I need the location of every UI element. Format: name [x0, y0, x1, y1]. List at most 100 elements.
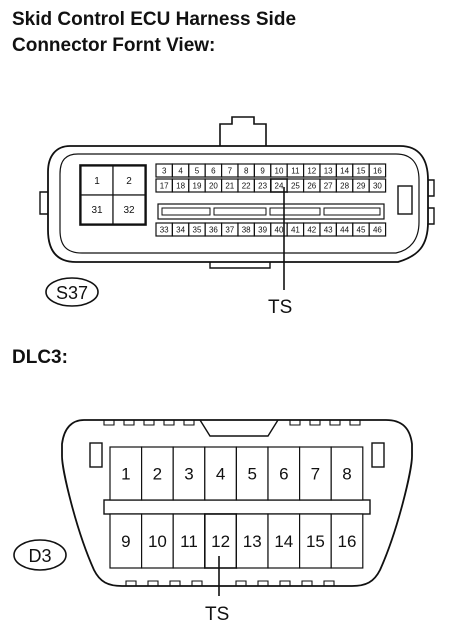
dlc3-pin-6: 6: [267, 446, 301, 501]
ecu-pin-3-label: 3: [162, 166, 167, 175]
ecu-pin-1-cell: [80, 165, 114, 196]
ecu-large-pin-block: [79, 164, 147, 226]
ecu-pin-35: 35: [188, 222, 206, 237]
ecu-pin-10-label: 10: [275, 166, 284, 175]
dlc3-tooth: [123, 420, 135, 426]
ecu-pin-29: 29: [352, 178, 370, 193]
ecu-pin-39: 39: [253, 222, 272, 237]
ecu-pin-7-label: 7: [228, 166, 233, 175]
ecu-pin-9: 9: [253, 163, 272, 178]
ecu-pin-22-label: 22: [242, 181, 251, 190]
dlc3-pin-4-cell: [204, 446, 238, 501]
ecu-pin-33-label: 33: [160, 225, 169, 234]
ecu-pin-12: 12: [303, 163, 321, 178]
dlc3-tooth: [323, 580, 335, 586]
ecu-pin-38: 38: [237, 222, 255, 237]
ecu-pin-30: 30: [368, 178, 387, 193]
ecu-heading-line2: Connector Fornt View:: [12, 35, 216, 56]
dlc3-pin-12-cell: [204, 513, 238, 569]
ecu-pin-43: 43: [319, 222, 337, 237]
dlc3-top-key: [199, 419, 279, 437]
dlc3-pin-4: 4: [204, 446, 238, 501]
dlc3-tooth: [289, 420, 301, 426]
dlc3-tooth: [169, 580, 181, 586]
dlc3-pin-14: 14: [267, 513, 301, 569]
ecu-key-slot: [161, 207, 211, 216]
ecu-pin-19: 19: [188, 178, 206, 193]
ecu-pin-8-label: 8: [244, 166, 249, 175]
ecu-pin-11-label: 11: [291, 166, 300, 175]
dlc3-pin-16: 16: [330, 513, 364, 569]
dlc3-pin-7: 7: [299, 446, 332, 501]
dlc3-tooth: [125, 580, 137, 586]
ecu-pin-18: 18: [171, 178, 190, 193]
ecu-pin-24-label: 24: [275, 181, 284, 190]
ecu-key-slots: [161, 207, 381, 216]
ecu-pin-21-label: 21: [225, 181, 234, 190]
ecu-pin-5: 5: [188, 163, 206, 178]
ecu-keying-bar: [157, 203, 385, 220]
ecu-pin-6-label: 6: [211, 166, 216, 175]
dlc3-pin-4-label: 4: [216, 465, 225, 484]
ecu-pin-7: 7: [221, 163, 239, 178]
dlc3-tooth: [257, 580, 269, 586]
dlc3-tooth: [329, 420, 341, 426]
ecu-pin-9-label: 9: [260, 166, 265, 175]
ecu-pin-21: 21: [221, 178, 239, 193]
ecu-pin-1: 1: [80, 165, 114, 196]
ecu-pin-30-label: 30: [373, 181, 382, 190]
dlc3-pin-13-label: 13: [243, 532, 262, 551]
dlc3-pin-8: 8: [330, 446, 364, 501]
ecu-key-slot: [269, 207, 321, 216]
ecu-pin-44-label: 44: [340, 225, 349, 234]
dlc3-tooth: [279, 580, 291, 586]
dlc3-tooth: [147, 580, 159, 586]
ecu-housing-inner: [59, 153, 420, 254]
dlc3-pin-11-label: 11: [180, 532, 198, 551]
ecu-pin-42: 42: [303, 222, 321, 237]
dlc3-tooth: [183, 420, 195, 426]
dlc3-pin-9-label: 9: [121, 532, 130, 551]
ecu-bottom-latch: [209, 262, 271, 269]
ecu-pin-37-label: 37: [225, 225, 234, 234]
dlc3-pin-11: 11: [172, 513, 206, 569]
dlc3-tooth: [349, 420, 361, 426]
dlc3-pin-15-label: 15: [306, 532, 325, 551]
ecu-pin-11: 11: [286, 163, 305, 178]
ecu-pin-38-label: 38: [242, 225, 251, 234]
dlc3-right-post: [371, 442, 385, 468]
dlc3-tooth: [191, 580, 203, 586]
dlc3-pin-5: 5: [235, 446, 269, 501]
ecu-pin-46: 46: [368, 222, 387, 237]
dlc3-code-oval: [13, 539, 67, 571]
ecu-pin-35-label: 35: [193, 225, 202, 234]
dlc3-pin-13: 13: [235, 513, 269, 569]
ecu-pin-44: 44: [335, 222, 354, 237]
ecu-pin-36-label: 36: [209, 225, 218, 234]
dlc3-heading: DLC3:: [12, 347, 68, 368]
ecu-heading-line1: Skid Control ECU Harness Side: [12, 9, 297, 30]
ecu-pin-37: 37: [221, 222, 239, 237]
ecu-pin-23-label: 23: [258, 181, 267, 190]
ecu-pin-4: 4: [171, 163, 190, 178]
ecu-pin-13-label: 13: [324, 166, 333, 175]
ecu-pin-17: 17: [155, 178, 173, 193]
ecu-code-label: S37: [56, 283, 88, 303]
ecu-pin-41-label: 41: [291, 225, 300, 234]
dlc3-pin-14-cell: [267, 513, 301, 569]
ecu-pin-39-label: 39: [258, 225, 267, 234]
ecu-pin-16-cell: [368, 163, 387, 178]
ecu-pin-4-label: 4: [178, 166, 183, 175]
ecu-pin-25-label: 25: [291, 181, 300, 190]
dlc3-top-teeth: [103, 420, 361, 426]
ecu-top-latch: [219, 116, 267, 146]
dlc3-ts-label: TS: [205, 604, 229, 625]
ecu-pin-23: 23: [253, 178, 272, 193]
ecu-pin-31-cell: [80, 194, 114, 225]
ecu-pin-28: 28: [335, 178, 354, 193]
ecu-pin-15-label: 15: [357, 166, 366, 175]
